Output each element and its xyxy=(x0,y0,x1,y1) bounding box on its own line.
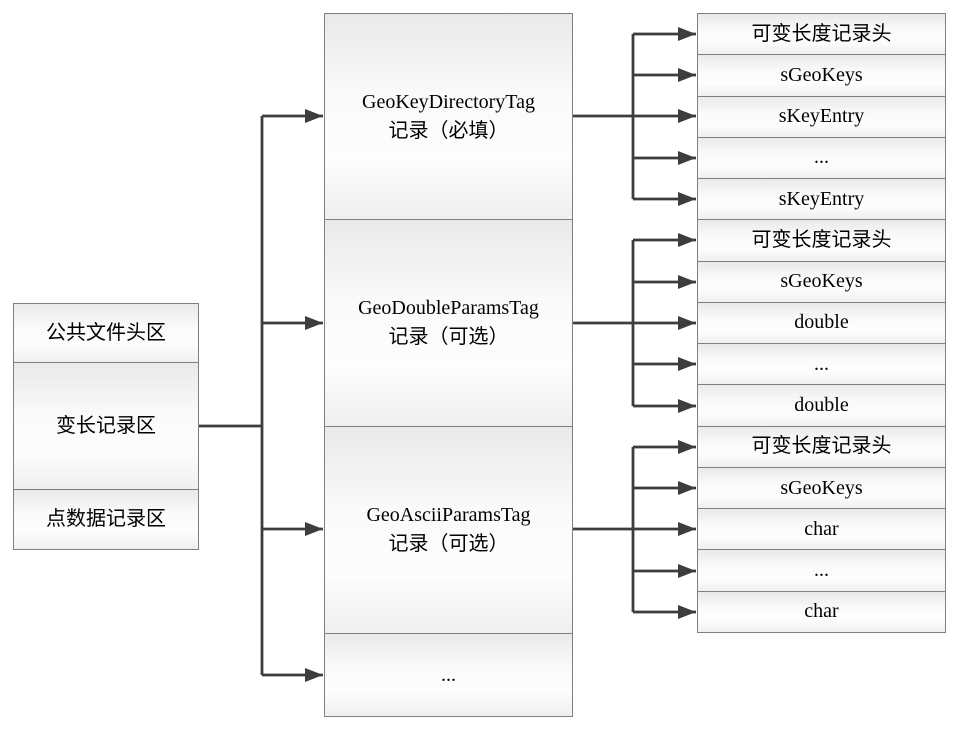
tag-note: 记录（必填） xyxy=(388,119,509,142)
tag-name: GeoDoubleParamsTag xyxy=(358,297,539,319)
tag-name: GeoKeyDirectoryTag xyxy=(362,90,535,113)
record-layout-box: 可变长度记录头 sGeoKeys sKeyEntry ... sKeyEntry… xyxy=(697,13,946,633)
cell-g3-char-1: char xyxy=(698,508,945,550)
cell-g1-ellipsis: ... xyxy=(698,136,945,179)
cell-g3-vlr-header: 可变长度记录头 xyxy=(698,425,945,467)
cell-geodoubleparamstag: GeoDoubleParamsTag 记录（可选） xyxy=(325,219,572,426)
cell-more-tags-ellipsis: ... xyxy=(325,633,572,716)
cell-g3-sgeokeys: sGeoKeys xyxy=(698,466,945,509)
cell-g1-skeyentry-1: sKeyEntry xyxy=(698,95,945,137)
cell-g3-char-2: char xyxy=(698,590,945,632)
cell-point-data-records: 点数据记录区 xyxy=(14,489,198,549)
cell-g1-skeyentry-2: sKeyEntry xyxy=(698,178,945,220)
vlr-tags-box: GeoKeyDirectoryTag 记录（必填） GeoDoubleParam… xyxy=(324,13,573,717)
cell-public-file-header: 公共文件头区 xyxy=(14,304,198,362)
las-file-structure-box: 公共文件头区 变长记录区 点数据记录区 xyxy=(13,303,199,550)
cell-geokeydirectorytag: GeoKeyDirectoryTag 记录（必填） xyxy=(325,14,572,219)
cell-g1-sgeokeys: sGeoKeys xyxy=(698,54,945,96)
cell-g2-sgeokeys: sGeoKeys xyxy=(698,260,945,302)
tag-note: 记录（可选） xyxy=(388,326,509,348)
cell-g2-double-1: double xyxy=(698,301,945,344)
cell-g3-ellipsis: ... xyxy=(698,549,945,591)
cell-g2-vlr-header: 可变长度记录头 xyxy=(698,219,945,261)
ellipsis-label: ... xyxy=(441,663,456,686)
tag-note: 记录（可选） xyxy=(388,533,509,555)
cell-geoasciiparamstag: GeoAsciiParamsTag 记录（可选） xyxy=(325,426,572,633)
tag-name: GeoAsciiParamsTag xyxy=(366,504,531,526)
cell-g2-ellipsis: ... xyxy=(698,343,945,385)
cell-variable-length-records: 变长记录区 xyxy=(14,362,198,489)
cell-g1-vlr-header: 可变长度记录头 xyxy=(698,14,945,55)
cell-g2-double-2: double xyxy=(698,384,945,426)
